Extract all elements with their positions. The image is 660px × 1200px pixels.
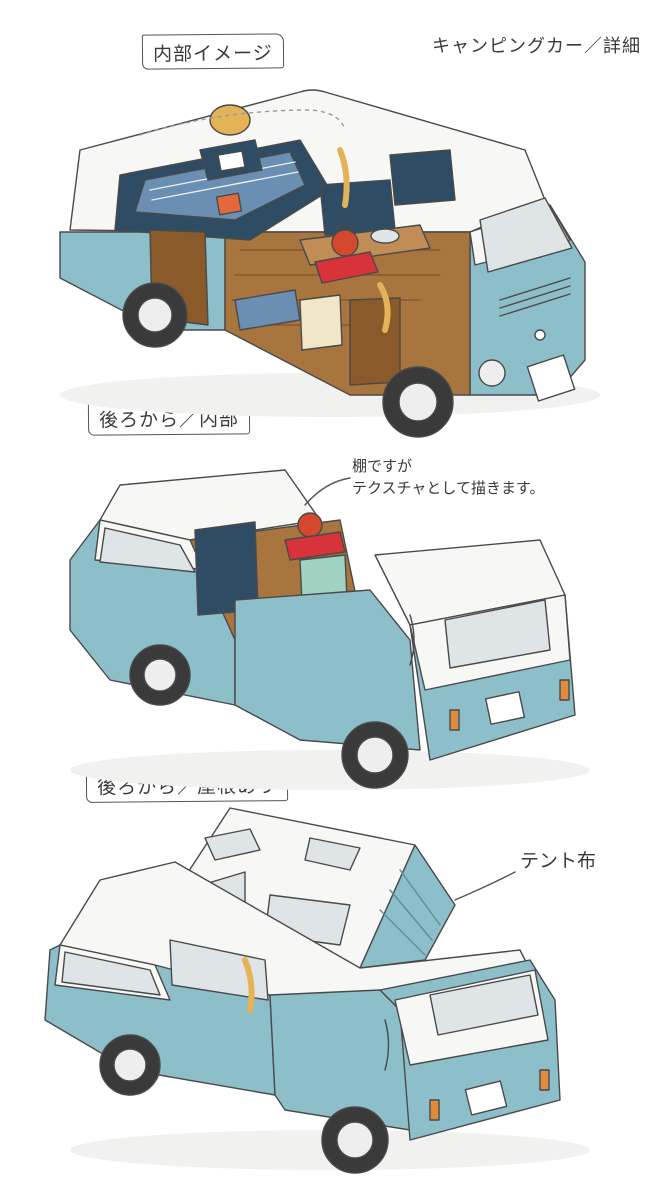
label-page-title: キャンピングカー／詳細 xyxy=(432,36,641,57)
note-shelf-texture: 棚ですが テクスチャとして描きます。 xyxy=(352,457,545,497)
van-rear-interior xyxy=(69,469,590,790)
note-tent-fabric: テント布 xyxy=(520,850,597,872)
van-rear-roof-raised xyxy=(44,807,590,1174)
van-interior-cutaway xyxy=(59,89,600,438)
